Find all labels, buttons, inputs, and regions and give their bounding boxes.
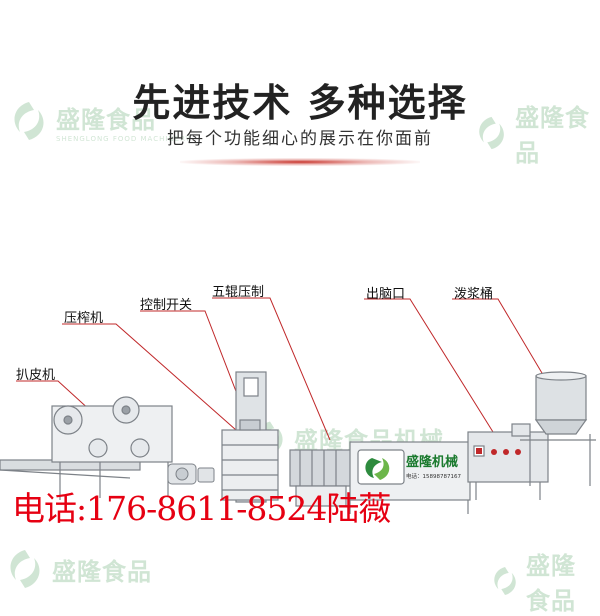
watermark-brand: 盛隆食品: [515, 104, 591, 167]
callout-line-control: [140, 310, 245, 413]
subline: 把每个功能细心的展示在你面前: [167, 129, 433, 149]
watermark-bottom-right: 盛隆食品: [488, 546, 600, 616]
callout-control-switch: 控制开关: [140, 298, 193, 313]
callout-line-bucket: [452, 298, 559, 401]
watermark-brand-en: SHENGLONG FOOD MACHINERY: [56, 134, 191, 143]
press-machine: [221, 371, 279, 503]
watermark-brand: 盛隆食品: [526, 552, 577, 615]
watermark-top-left: 盛隆食品 SHENGLONG FOOD MACHINERY: [6, 98, 191, 144]
leaf-swirl-logo-icon: [479, 116, 504, 150]
pump-motor: [167, 463, 215, 485]
main-steam-box: [349, 441, 471, 514]
watermark-bottom-left: 盛隆食品: [2, 546, 152, 592]
title-underline-glow: [180, 158, 420, 166]
main-machine-phone: 电话：15898787167: [406, 472, 461, 480]
five-roller-press: [289, 449, 353, 507]
callout-line-five-roller: [212, 297, 331, 441]
watermark-top-right: 盛隆食品: [472, 98, 600, 168]
slurry-bucket: [511, 371, 596, 486]
leaf-swirl-logo-icon: [14, 102, 44, 140]
headline: 先进技术 多种选择: [132, 81, 468, 125]
main-machine-brand: 盛隆机械: [406, 454, 458, 470]
callout-slurry-bucket: 泼浆桶: [454, 287, 494, 302]
contact-phone: 电话:176-8611-8524陆薇: [12, 489, 391, 528]
callout-line-press: [62, 323, 237, 431]
peeler-machine: [0, 396, 173, 500]
watermark-brand: 盛隆食品: [56, 105, 156, 134]
callout-peeler: 扒皮机: [16, 368, 56, 383]
callout-lines: [16, 297, 559, 441]
callout-line-peeler: [16, 380, 93, 413]
callout-outlet: 出脑口: [366, 287, 406, 302]
leaf-swirl-logo-icon: [10, 550, 40, 588]
callout-five-roller: 五辊压制: [212, 285, 265, 300]
outlet-box: [467, 431, 549, 500]
callout-press: 压榨机: [64, 311, 104, 326]
callout-line-outlet: [364, 298, 499, 441]
leaf-swirl-logo-icon: [494, 566, 516, 596]
watermark-brand: 盛隆食品: [52, 557, 152, 586]
